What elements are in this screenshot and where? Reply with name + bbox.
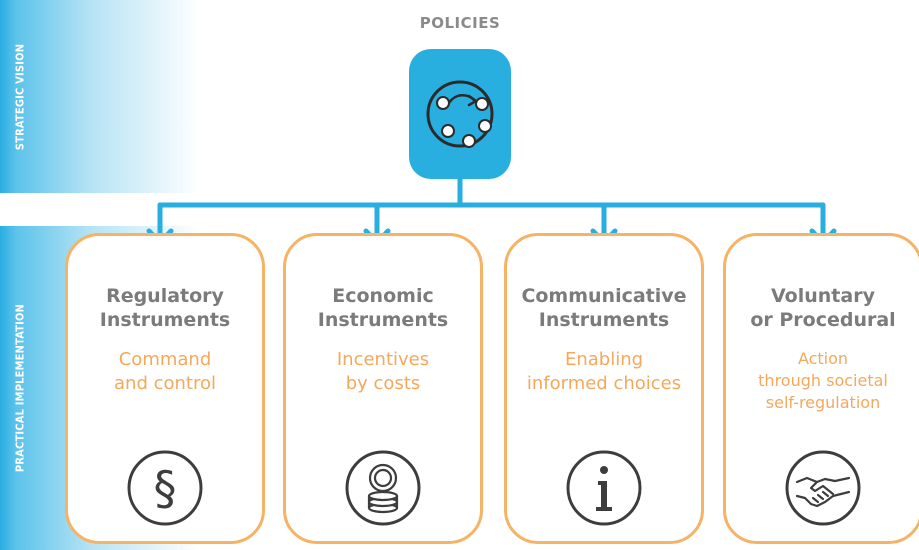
- card-title-line: Voluntary: [771, 285, 875, 307]
- info-icon: [566, 450, 642, 526]
- card-subtitle: Action through societal self-regulation: [726, 348, 919, 414]
- regulatory-instruments-card: Regulatory Instruments Command and contr…: [65, 233, 265, 544]
- card-subtitle: Command and control: [68, 348, 262, 396]
- svg-text:§: §: [154, 461, 177, 515]
- card-subtitle-line: Action: [797, 349, 849, 368]
- card-subtitle-line: self-regulation: [765, 393, 881, 412]
- card-subtitle-line: Command: [118, 349, 212, 370]
- card-subtitle-line: informed choices: [526, 373, 682, 394]
- handshake-icon: [785, 450, 861, 526]
- card-title-line: Instruments: [538, 309, 670, 331]
- card-subtitle-line: Incentives: [336, 349, 430, 370]
- card-title: Voluntary or Procedural: [726, 284, 919, 332]
- voluntary-procedural-card: Voluntary or Procedural Action through s…: [723, 233, 919, 544]
- cycle-icon: [426, 80, 494, 148]
- card-title: Regulatory Instruments: [68, 284, 262, 332]
- card-title-line: Regulatory: [106, 285, 224, 307]
- strategic-vision-band: [0, 0, 200, 193]
- card-title: Communicative Instruments: [507, 284, 701, 332]
- card-title-line: Instruments: [99, 309, 231, 331]
- section-sign-icon: §: [127, 450, 203, 526]
- card-title-line: or Procedural: [750, 309, 896, 331]
- card-subtitle-line: through societal: [758, 371, 888, 390]
- card-subtitle: Enabling informed choices: [507, 348, 701, 396]
- policy-box: [409, 49, 511, 179]
- card-subtitle-line: by costs: [345, 373, 421, 394]
- policies-heading: POLICIES: [419, 14, 501, 32]
- economic-instruments-card: Economic Instruments Incentives by costs: [283, 233, 483, 544]
- coins-icon: [345, 450, 421, 526]
- card-title-line: Communicative: [521, 285, 687, 307]
- card-title: Economic Instruments: [286, 284, 480, 332]
- card-title-line: Economic: [332, 285, 434, 307]
- card-title-line: Instruments: [317, 309, 449, 331]
- communicative-instruments-card: Communicative Instruments Enabling infor…: [504, 233, 704, 544]
- card-subtitle: Incentives by costs: [286, 348, 480, 396]
- card-subtitle-line: and control: [114, 373, 216, 394]
- card-subtitle-line: Enabling: [564, 349, 644, 370]
